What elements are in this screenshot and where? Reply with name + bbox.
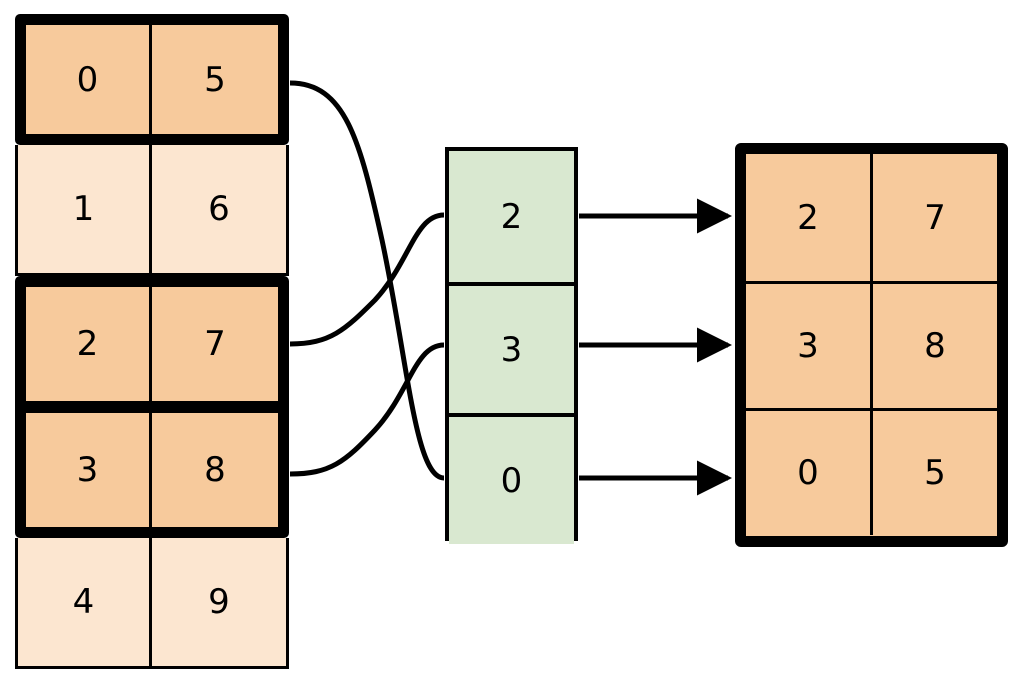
index-cell-2: 0 bbox=[500, 460, 523, 501]
result-row-1[interactable]: 3 8 bbox=[746, 281, 997, 408]
index-vector: 2 3 0 bbox=[445, 147, 578, 544]
result-cell-1-1: 8 bbox=[873, 284, 997, 408]
index-row-2[interactable]: 0 bbox=[449, 413, 574, 544]
result-row-2[interactable]: 0 5 bbox=[746, 408, 997, 535]
source-cell-4-1: 9 bbox=[152, 538, 286, 666]
result-row-0[interactable]: 2 7 bbox=[746, 154, 997, 281]
index-cell-0: 2 bbox=[500, 196, 523, 237]
source-cell-1-0: 1 bbox=[18, 145, 152, 273]
source-row-1[interactable]: 1 6 bbox=[15, 145, 289, 276]
source-row-2[interactable]: 2 7 bbox=[15, 276, 289, 407]
curve-source-row-2-to-index-row-0 bbox=[289, 212, 445, 347]
result-cell-0-1: 7 bbox=[873, 154, 997, 281]
source-cell-3-1: 8 bbox=[152, 413, 278, 527]
source-cell-2-1: 7 bbox=[152, 287, 278, 401]
result-cell-2-1: 5 bbox=[873, 411, 997, 535]
result-cell-1-0: 3 bbox=[746, 284, 873, 408]
source-cell-1-1: 6 bbox=[152, 145, 286, 273]
result-matrix: 2 7 3 8 0 5 bbox=[735, 143, 1008, 547]
source-row-3[interactable]: 3 8 bbox=[15, 407, 289, 538]
source-cell-2-0: 2 bbox=[26, 287, 152, 401]
source-cell-3-0: 3 bbox=[26, 413, 152, 527]
source-cell-4-0: 4 bbox=[18, 538, 152, 666]
source-matrix: 0 5 1 6 2 7 3 8 4 9 bbox=[15, 14, 289, 676]
index-row-1[interactable]: 3 bbox=[449, 282, 574, 413]
curve-source-row-0-to-index-row-2 bbox=[289, 80, 445, 481]
source-row-0[interactable]: 0 5 bbox=[15, 14, 289, 145]
source-cell-0-1: 5 bbox=[152, 25, 278, 134]
index-row-0[interactable]: 2 bbox=[449, 151, 574, 282]
result-cell-2-0: 0 bbox=[746, 411, 873, 535]
source-cell-0-0: 0 bbox=[26, 25, 152, 134]
source-row-4[interactable]: 4 9 bbox=[15, 538, 289, 669]
index-cell-1: 3 bbox=[500, 329, 523, 370]
result-cell-0-0: 2 bbox=[746, 154, 873, 281]
curve-source-row-3-to-index-row-1 bbox=[289, 342, 445, 477]
